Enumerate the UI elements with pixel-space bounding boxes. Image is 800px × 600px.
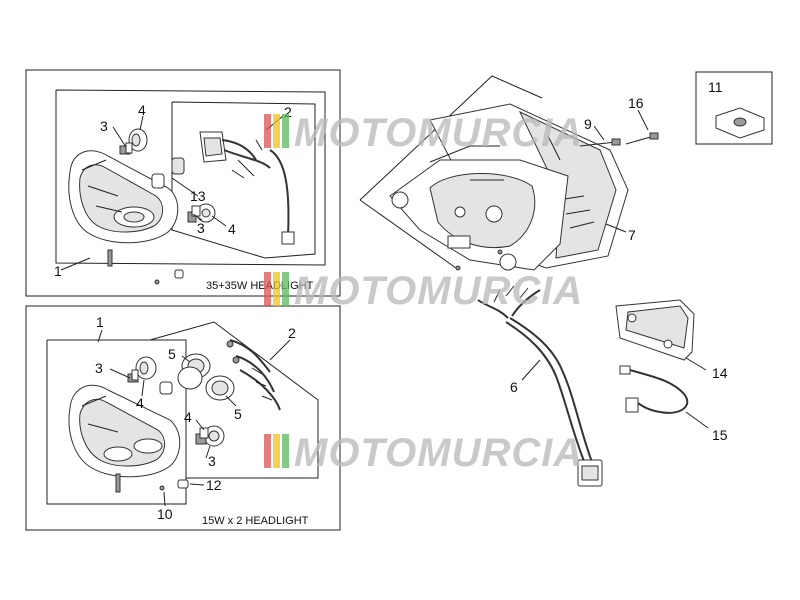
top-box-frame — [25, 69, 341, 297]
callout-3-top-upper: 3 — [100, 118, 108, 134]
bottom-headlight-box: 15W x 2 HEADLIGHT 1 2 3 4 5 5 4 3 12 10 — [25, 305, 341, 531]
callout-11: 11 — [708, 79, 723, 95]
callout-14: 14 — [712, 365, 728, 381]
callout-3-bottom-upper: 3 — [95, 360, 103, 376]
bottom-assembly-outline — [46, 339, 187, 505]
main-wiring-harness — [477, 285, 603, 487]
bulb-cap-bottom-upper — [127, 356, 157, 383]
bottom-wiring-outline — [149, 321, 319, 479]
callout-5-bottom-right: 5 — [234, 406, 242, 422]
bulb-socket-top-mid — [151, 157, 185, 189]
headlight-frame-assembly — [359, 75, 629, 271]
top-assembly-outline — [55, 89, 326, 266]
watermark-text-middle: MOTOMURCIA — [294, 269, 583, 313]
bottom-box-frame — [25, 305, 341, 531]
headlight-housing-top — [68, 150, 179, 267]
screw-part-9 — [579, 138, 621, 147]
callout-4-top-upper: 4 — [138, 102, 146, 118]
screw-bottom-10 — [159, 485, 165, 491]
nut-bottom-12 — [177, 479, 189, 489]
callout-1-top: 1 — [54, 263, 62, 279]
callout-6: 6 — [510, 379, 518, 395]
watermark-top: MOTOMURCIA — [264, 111, 583, 155]
callout-10-bottom: 10 — [157, 506, 173, 522]
callout-7: 7 — [628, 227, 636, 243]
top-headlight-box: 35+35W HEADLIGHT 1 2 3 4 13 3 4 — [25, 69, 341, 297]
callout-13-top: 13 — [190, 188, 206, 204]
callout-2-bottom: 2 — [288, 325, 296, 341]
headlight-housing-bottom — [68, 385, 181, 493]
tail-light-part-14 — [615, 299, 695, 361]
watermark-text-bottom: MOTOMURCIA — [294, 431, 583, 475]
frame-outline-top — [359, 75, 543, 201]
callout-5-bottom-left: 5 — [168, 346, 176, 362]
wiring-harness-bottom — [226, 339, 281, 411]
bulb-cap-top-upper — [119, 128, 148, 155]
bulb-wire-part-15 — [619, 365, 689, 414]
callout-9: 9 — [584, 116, 592, 132]
watermark-middle: MOTOMURCIA — [264, 269, 583, 313]
callout-4-bottom-upper: 4 — [136, 395, 144, 411]
callout-16: 16 — [628, 95, 644, 111]
watermark-text-top: MOTOMURCIA — [294, 111, 583, 155]
bulb-socket-bottom — [159, 381, 173, 395]
wiring-connector-top — [199, 131, 295, 245]
callout-3-top-lower: 3 — [197, 220, 205, 236]
callout-4-bottom-lower: 4 — [184, 409, 192, 425]
bottom-caption: 15W x 2 HEADLIGHT — [202, 515, 309, 527]
bulb-rings-part-5 — [177, 353, 235, 401]
callout-12-bottom: 12 — [206, 477, 222, 493]
nut-top-small — [174, 269, 184, 279]
screw-top-small — [154, 279, 160, 285]
callout-15: 15 — [712, 427, 728, 443]
callout-1-bottom: 1 — [96, 314, 104, 330]
callout-4-top-lower: 4 — [228, 221, 236, 237]
callout-2-top: 2 — [284, 104, 292, 120]
screw-part-16 — [625, 132, 659, 145]
frame-outline-left — [359, 199, 457, 269]
watermark-bottom: MOTOMURCIA — [264, 431, 583, 475]
bulb-cap-bottom-lower — [195, 425, 225, 447]
callout-3-bottom-lower: 3 — [208, 453, 216, 469]
clip-part-11-box — [695, 71, 773, 145]
bulb-cap-top-lower — [187, 203, 216, 223]
